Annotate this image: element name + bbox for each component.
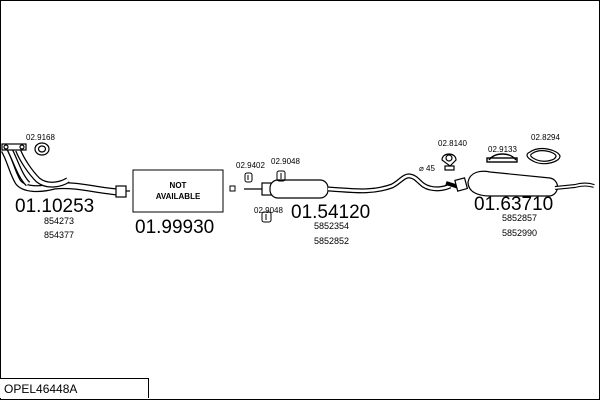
clamp-ring-icon[interactable] xyxy=(486,153,518,163)
accessory-label-6: 02.9133 xyxy=(488,145,517,154)
accessory-label-3: 02.9048 xyxy=(271,157,300,166)
rear-silencer-drawing[interactable] xyxy=(445,170,595,197)
diameter-label: 45 xyxy=(426,164,435,173)
gasket-icon[interactable] xyxy=(34,142,50,156)
rear-silencer-ref-1: 5852857 xyxy=(502,213,537,223)
not-available-line1: NOT xyxy=(170,181,187,190)
front-pipe-number: 01.10253 xyxy=(15,196,94,217)
rubber-hanger-icon-2[interactable] xyxy=(261,211,272,223)
front-pipe-ref-2: 854377 xyxy=(44,230,74,240)
accessory-label-7: 02.8294 xyxy=(531,133,560,142)
accessory-label-4: 02.9048 xyxy=(254,206,283,215)
hanger-icon[interactable] xyxy=(441,153,457,171)
gasket-ring-icon[interactable] xyxy=(526,148,561,165)
model-code-label: OPEL46448A xyxy=(0,378,149,398)
center-silencer-drawing[interactable] xyxy=(244,173,452,199)
diameter-symbol: ⌀ xyxy=(419,164,424,173)
front-pipe-drawing[interactable] xyxy=(0,143,130,198)
center-silencer-number: 01.54120 xyxy=(291,202,370,223)
rubber-hanger-icon-1[interactable] xyxy=(276,170,286,182)
not-available-box xyxy=(132,169,224,213)
accessory-label-2: 02.9402 xyxy=(236,161,265,170)
bracket-icon-1[interactable] xyxy=(244,172,253,183)
middle-part-number: 01.99930 xyxy=(135,217,214,238)
clamp-icon[interactable] xyxy=(229,185,236,192)
not-available-line2: AVAILABLE xyxy=(156,192,201,201)
front-pipe-ref-1: 854273 xyxy=(44,216,74,226)
rear-silencer-ref-2: 5852990 xyxy=(502,228,537,238)
center-silencer-ref-1: 5852354 xyxy=(314,221,349,231)
center-silencer-ref-2: 5852852 xyxy=(314,236,349,246)
accessory-label-1: 02.9168 xyxy=(26,133,55,142)
rear-silencer-number: 01.63710 xyxy=(474,194,553,215)
accessory-label-5: 02.8140 xyxy=(438,139,467,148)
